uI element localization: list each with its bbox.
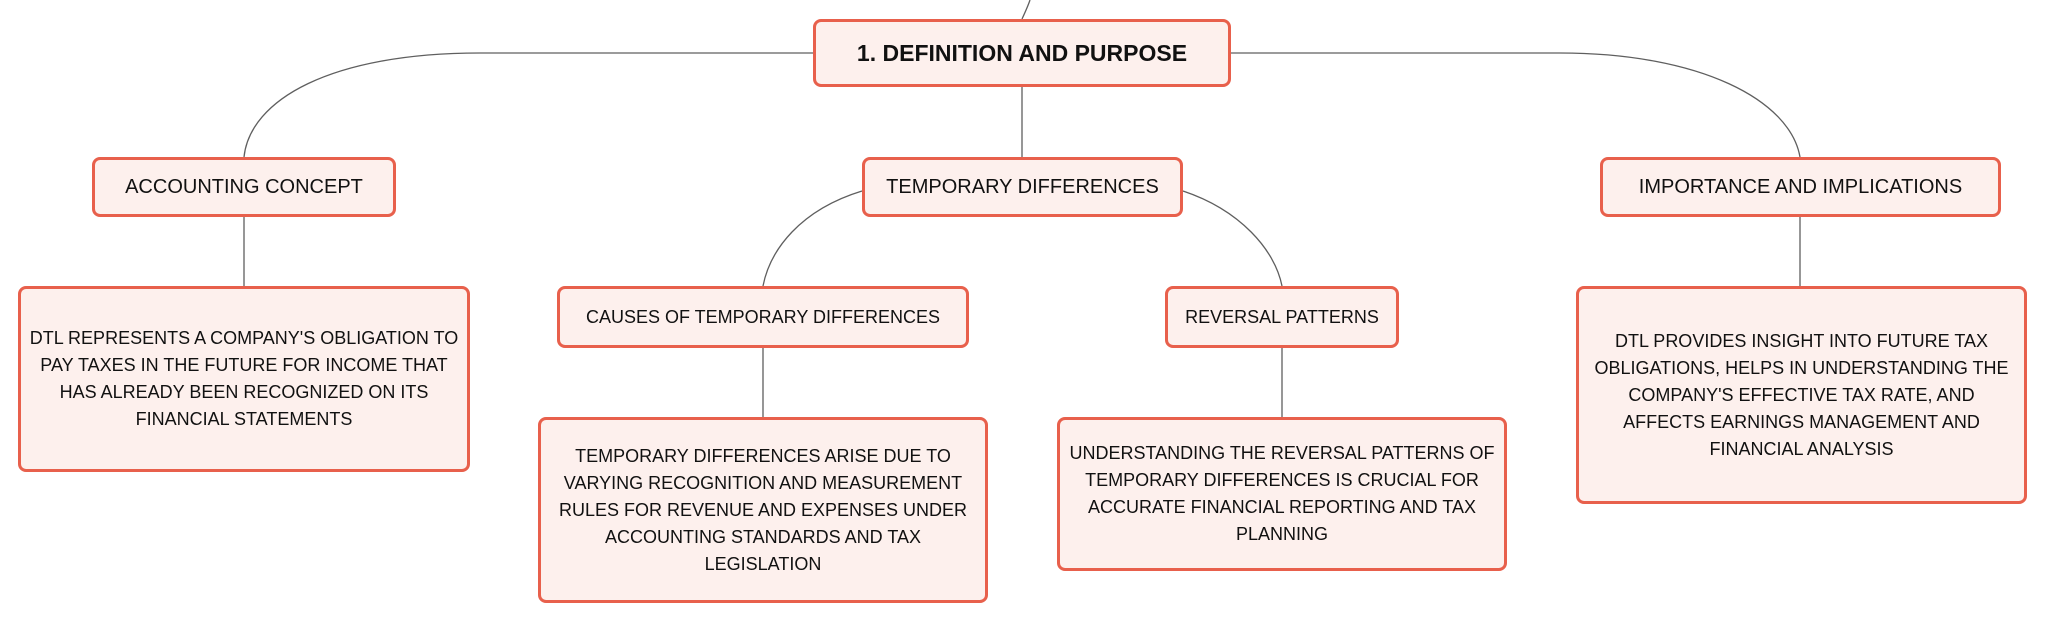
node-temporary-differences[interactable]: TEMPORARY DIFFERENCES bbox=[862, 157, 1183, 217]
node-label: IMPORTANCE AND IMPLICATIONS bbox=[1638, 175, 1963, 198]
detail-text: TEMPORARY DIFFERENCES ARISE DUE TO VARYI… bbox=[558, 445, 968, 574]
node-accounting-concept-detail[interactable]: DTL REPRESENTS A COMPANY'S OBLIGATION TO… bbox=[18, 286, 470, 472]
detail-text: DTL REPRESENTS A COMPANY'S OBLIGATION TO… bbox=[29, 328, 459, 429]
connector-root-accounting bbox=[243, 52, 813, 158]
node-label: REVERSAL PATTERNS bbox=[1185, 306, 1379, 327]
node-accounting-concept[interactable]: ACCOUNTING CONCEPT bbox=[92, 157, 396, 217]
connector-temporary-reversal bbox=[1182, 190, 1283, 287]
node-importance-implications[interactable]: IMPORTANCE AND IMPLICATIONS bbox=[1600, 157, 2001, 217]
node-label: TEMPORARY DIFFERENCES bbox=[886, 175, 1159, 198]
connector-root-importance bbox=[1231, 52, 1801, 158]
connector-to-parent bbox=[1021, 0, 1031, 20]
node-label: ACCOUNTING CONCEPT bbox=[125, 175, 363, 198]
detail-text: DTL PROVIDES INSIGHT INTO FUTURE TAX OBL… bbox=[1594, 330, 2009, 459]
node-causes-of-temporary-differences[interactable]: CAUSES OF TEMPORARY DIFFERENCES bbox=[557, 286, 969, 348]
node-reversal-patterns[interactable]: REVERSAL PATTERNS bbox=[1165, 286, 1399, 348]
node-causes-detail[interactable]: TEMPORARY DIFFERENCES ARISE DUE TO VARYI… bbox=[538, 417, 988, 603]
node-label: CAUSES OF TEMPORARY DIFFERENCES bbox=[585, 306, 941, 327]
node-reversal-detail[interactable]: UNDERSTANDING THE REVERSAL PATTERNS OF T… bbox=[1057, 417, 1507, 571]
node-importance-detail[interactable]: DTL PROVIDES INSIGHT INTO FUTURE TAX OBL… bbox=[1576, 286, 2027, 504]
detail-text: UNDERSTANDING THE REVERSAL PATTERNS OF T… bbox=[1069, 443, 1495, 544]
root-label: 1. DEFINITION AND PURPOSE bbox=[856, 39, 1188, 66]
connector-temporary-causes bbox=[762, 190, 863, 287]
root-node[interactable]: 1. DEFINITION AND PURPOSE bbox=[813, 19, 1231, 87]
